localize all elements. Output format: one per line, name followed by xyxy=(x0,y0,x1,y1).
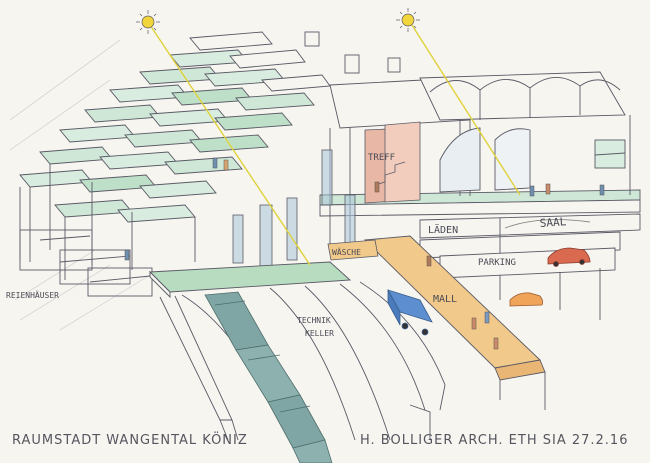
label-wasche: WÄSCHE xyxy=(332,247,361,257)
wasche-room xyxy=(327,239,379,261)
caption-title: RAUMSTADT WANGENTAL KÖNIZ xyxy=(12,431,248,448)
label-technik-1: TECHNIK xyxy=(297,316,331,325)
labels: TREFF SAAL LÄDEN PARKING WÄSCHE MALL TEC… xyxy=(6,153,567,338)
glass-columns xyxy=(232,149,356,268)
label-reihenhauser: REIENHÄUSER xyxy=(6,290,59,300)
label-treff: TREFF xyxy=(368,153,395,163)
people-figures xyxy=(124,157,605,350)
sun-rays xyxy=(149,21,521,266)
train-icon xyxy=(204,291,333,463)
label-laden: LÄDEN xyxy=(428,223,458,236)
label-mall: MALL xyxy=(433,294,457,305)
label-parking: PARKING xyxy=(478,258,516,268)
mall-floor xyxy=(363,235,546,410)
caption-author: H. BOLLIGER ARCH. ETH SIA 27.2.16 xyxy=(360,433,628,448)
terraced-houses xyxy=(19,31,331,297)
van-icon xyxy=(387,289,433,336)
label-saal: SAAL xyxy=(539,215,567,230)
sun-icon xyxy=(136,10,160,34)
sun-icon xyxy=(396,8,420,32)
roof-terrace xyxy=(148,261,352,299)
hatching xyxy=(9,39,151,331)
car-icon xyxy=(547,247,591,267)
chimneys xyxy=(304,31,401,74)
label-technik-2: KELLER xyxy=(305,329,334,338)
car-icon xyxy=(509,292,544,307)
